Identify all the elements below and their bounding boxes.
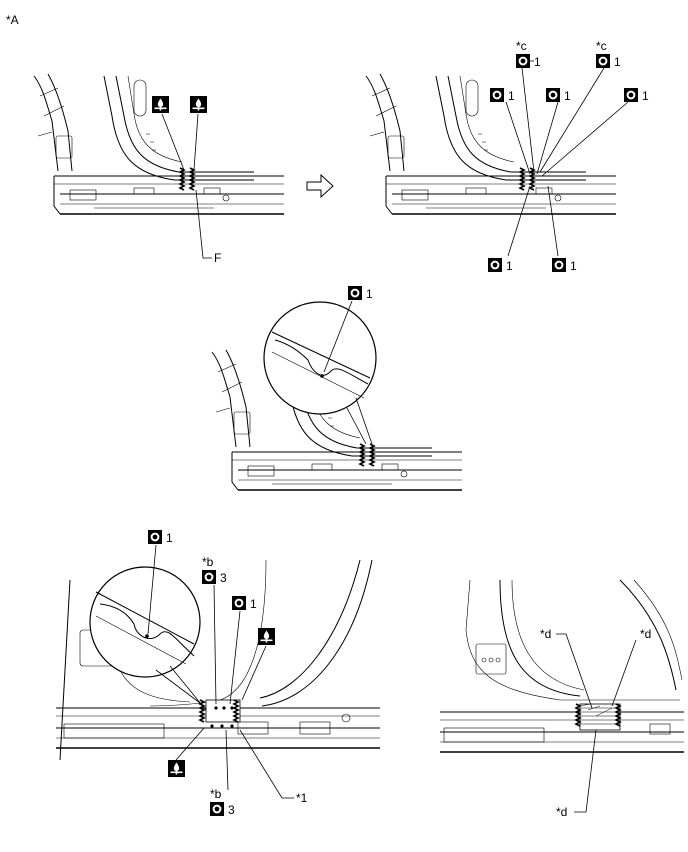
- spot-weld-symbol-icon: [487, 257, 503, 273]
- spot-weld-symbol-icon: [545, 87, 561, 103]
- callout-d-right: *d: [640, 627, 651, 641]
- weld-label: 1: [506, 259, 513, 273]
- weld-label: 1: [642, 89, 649, 103]
- weld-label-3: 3: [220, 571, 227, 585]
- plug-weld-symbol-icon: [190, 96, 207, 113]
- callout-c-2: *c: [596, 39, 607, 53]
- weld-label: 1: [564, 89, 571, 103]
- callout-c-1: *c: [516, 39, 527, 53]
- spot-weld-symbol-icon: [623, 87, 639, 103]
- spot-weld-symbol-icon: [515, 53, 531, 69]
- weld-label: 1: [534, 55, 541, 69]
- weld-label-3: 3: [228, 803, 235, 817]
- spot-weld-symbol-icon: [147, 529, 163, 545]
- callout-b-bottom: *b: [210, 787, 222, 801]
- weld-label: 1: [614, 55, 621, 69]
- weld-label: 1: [508, 89, 515, 103]
- spot-weld-symbol-icon: [231, 595, 247, 611]
- callout-f: F: [214, 251, 221, 265]
- plug-weld-symbol-icon: [168, 760, 185, 777]
- spot-weld-symbol-icon: [489, 87, 505, 103]
- spot-weld-symbol-icon: [209, 801, 225, 817]
- plug-weld-symbol-icon: [152, 96, 169, 113]
- callout-1: *1: [296, 791, 308, 805]
- spot-weld-symbol-icon: [201, 569, 217, 585]
- spot-weld-symbol-icon: [347, 285, 363, 301]
- weld-label: 1: [570, 259, 577, 273]
- weld-label: 1: [166, 531, 173, 545]
- top-left-view: F: [33, 73, 285, 265]
- plug-weld-symbol-icon: [258, 628, 275, 645]
- weld-label: 1: [250, 597, 257, 611]
- spot-weld-symbol-icon: [551, 257, 567, 273]
- top-right-view: *c 1 *c 1 1 1 1 1 1: [365, 39, 649, 273]
- middle-view: 1: [211, 285, 463, 491]
- bottom-left-view: 1 *b 3 1 *b 3 *1: [56, 529, 380, 817]
- callout-d-bottom: *d: [556, 805, 567, 819]
- weld-label: 1: [366, 287, 373, 301]
- arrow-right-outline-icon: [306, 173, 334, 199]
- figure-label: *A: [6, 13, 19, 27]
- spot-weld-symbol-icon: [595, 53, 611, 69]
- callout-d-left: *d: [540, 627, 551, 641]
- callout-b-top: *b: [202, 555, 214, 569]
- bottom-right-view: *d *d *d: [440, 579, 684, 819]
